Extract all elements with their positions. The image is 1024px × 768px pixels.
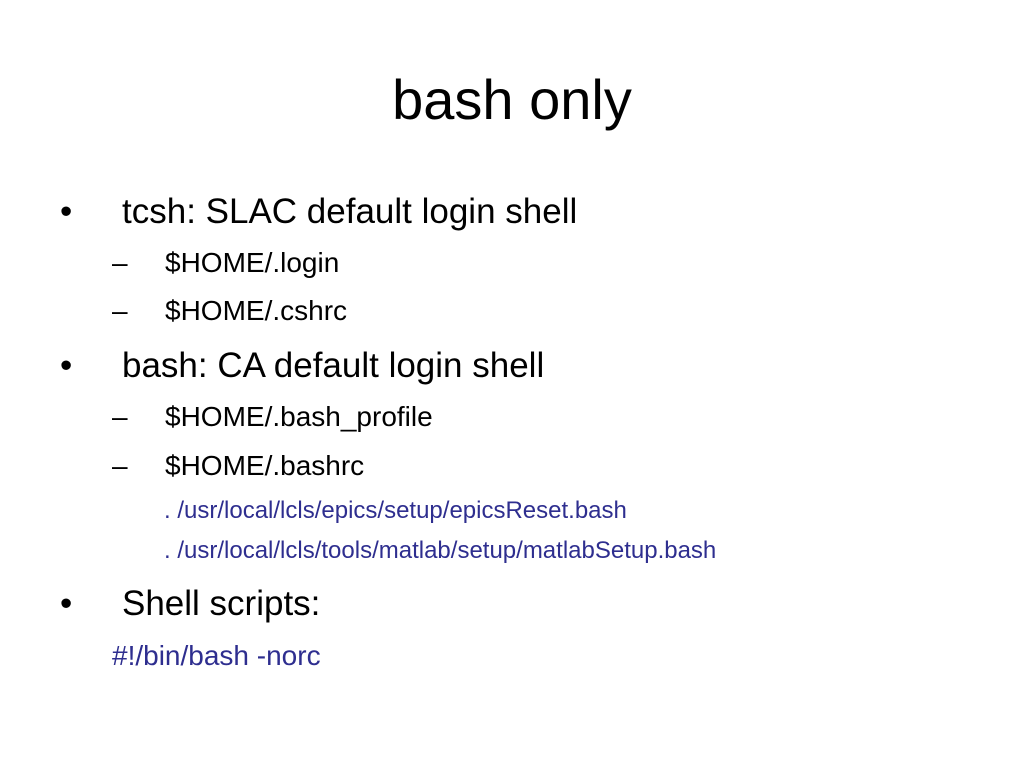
dash-marker: –: [112, 450, 128, 481]
sub-item-text: $HOME/.login: [165, 247, 340, 278]
bullet-marker: •: [60, 584, 73, 623]
bullet-text: bash: CA default login shell: [122, 346, 545, 385]
slide-title: bash only: [392, 68, 632, 131]
dash-marker: –: [112, 401, 128, 432]
code-line-shebang: #!/bin/bash -norc: [112, 640, 321, 671]
dash-marker: –: [112, 247, 128, 278]
dash-marker: –: [112, 295, 128, 326]
sub-item-text: $HOME/.cshrc: [165, 295, 348, 326]
sub-item-text: $HOME/.bashrc: [165, 450, 365, 481]
bullet-marker: •: [60, 192, 73, 231]
bullet-text: Shell scripts:: [122, 584, 321, 623]
sub-item-text: $HOME/.bash_profile: [165, 401, 433, 432]
bullet-text: tcsh: SLAC default login shell: [122, 192, 578, 231]
code-line-matlab-setup: . /usr/local/lcls/tools/matlab/setup/mat…: [164, 537, 717, 564]
code-line-epics-reset: . /usr/local/lcls/epics/setup/epicsReset…: [164, 497, 627, 524]
bullet-marker: •: [60, 346, 73, 385]
